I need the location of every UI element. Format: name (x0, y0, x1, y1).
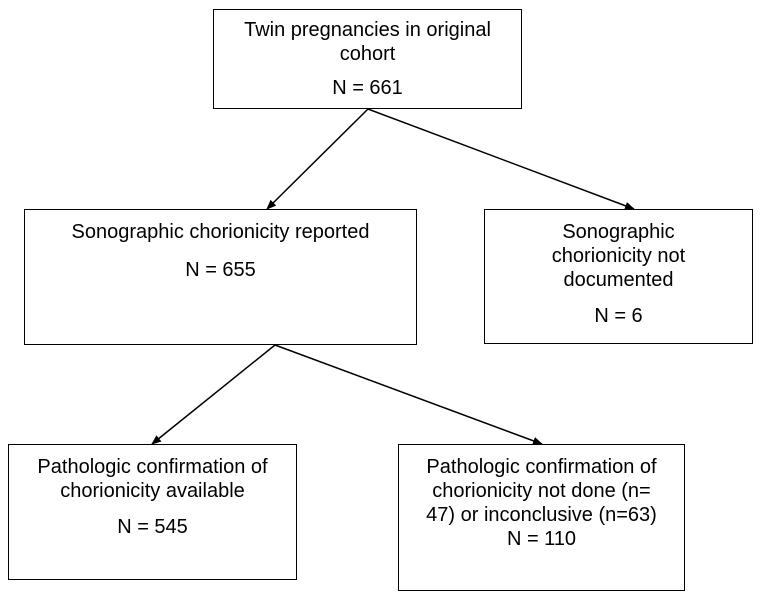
arrow-root-to-reported (266, 108, 369, 210)
node-pathologic-confirmation-not-done-title-line-1: Pathologic confirmation of (426, 456, 657, 478)
arrow-reported-to-not-confirmed (274, 344, 543, 445)
node-pathologic-confirmation-not-done-title-line-2: chorionicity not done (n= (432, 480, 651, 502)
node-pathologic-confirmation-available-count: N = 545 (117, 516, 188, 538)
node-original-cohort-title-line-2: cohort (339, 43, 396, 65)
node-chorionicity-not-documented-title-line-2: chorionicity not (551, 245, 686, 267)
node-pathologic-confirmation-available-title-line-1: Pathologic confirmation of (37, 456, 268, 478)
node-chorionicity-reported: Sonographic chorionicity reported N = 65… (24, 209, 417, 345)
arrow-root-to-not-documented (367, 108, 635, 210)
node-original-cohort-title-line-1: Twin pregnancies in original (244, 19, 491, 41)
node-pathologic-confirmation-not-done-count: N = 110 (506, 528, 577, 550)
node-pathologic-confirmation-not-done-title-line-3: 47) or inconclusive (n=63) (426, 504, 657, 526)
arrow-reported-to-confirmed (151, 344, 276, 445)
node-pathologic-confirmation-not-done: Pathologic confirmation of chorionicity … (398, 444, 685, 591)
node-chorionicity-reported-count: N = 655 (185, 259, 256, 281)
node-chorionicity-not-documented-count: N = 6 (594, 305, 643, 327)
node-chorionicity-reported-title-line-1: Sonographic chorionicity reported (71, 221, 370, 243)
node-pathologic-confirmation-available-title-line-2: chorionicity available (60, 480, 245, 502)
node-chorionicity-not-documented-title-line-1: Sonographic (562, 221, 675, 243)
node-original-cohort-count: N = 661 (332, 77, 403, 99)
node-chorionicity-not-documented-title-line-3: documented (563, 269, 674, 291)
node-chorionicity-not-documented: Sonographic chorionicity not documented … (484, 209, 753, 344)
node-original-cohort: Twin pregnancies in original cohort N = … (213, 9, 522, 109)
node-pathologic-confirmation-available: Pathologic confirmation of chorionicity … (8, 444, 297, 580)
